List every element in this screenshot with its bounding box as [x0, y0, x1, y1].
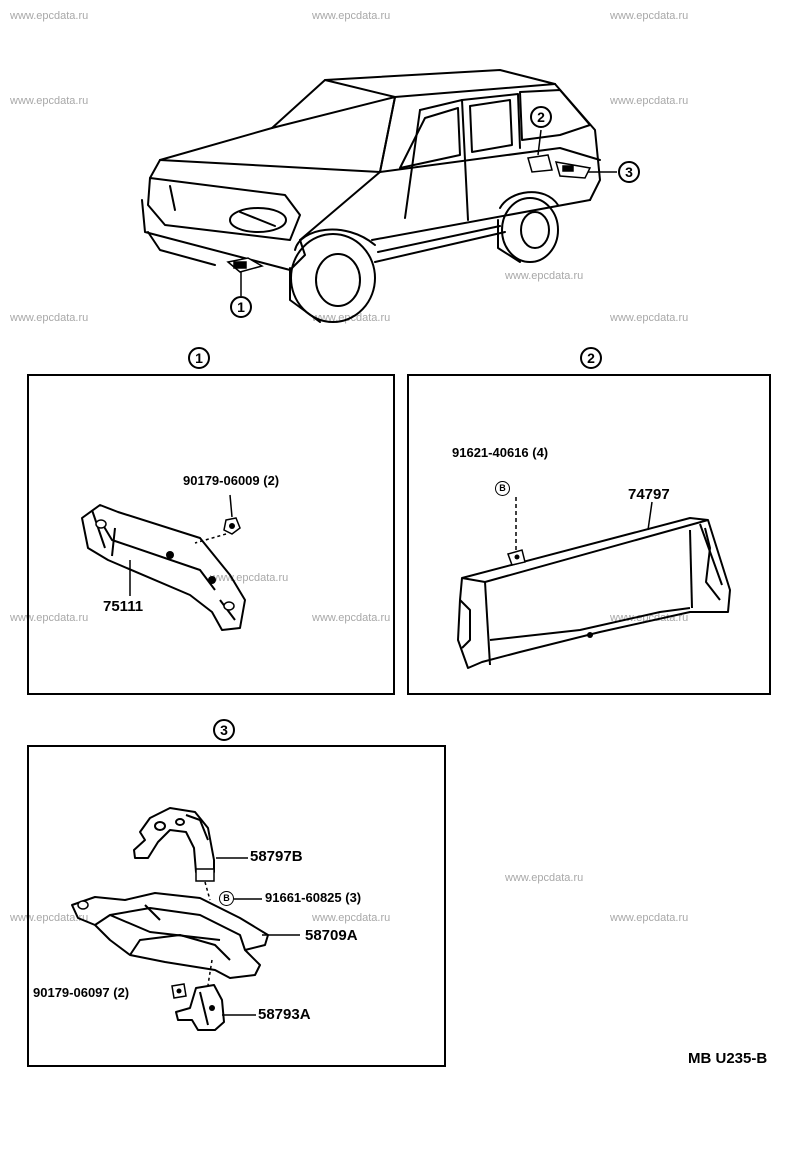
watermark: www.epcdata.ru [10, 10, 89, 22]
part-label-91661-60825: 91661-60825 (3) [265, 890, 362, 905]
part-label-75111: 75111 [103, 598, 144, 615]
watermark: www.epcdata.ru [312, 612, 391, 624]
vehicle-illustration [141, 69, 617, 323]
callout-3-vehicle: 3 [618, 161, 640, 183]
part-label-58793A: 58793A [258, 1006, 311, 1023]
bolt-icon: B [219, 891, 234, 906]
part-label-74797: 74797 [628, 486, 670, 503]
panel-2 [407, 374, 771, 695]
diagram-code: MB U235-B [688, 1050, 768, 1067]
watermark: www.epcdata.ru [312, 912, 391, 924]
watermark: www.epcdata.ru [10, 612, 89, 624]
watermark: www.epcdata.ru [610, 95, 689, 107]
watermark: www.epcdata.ru [10, 95, 89, 107]
panel-1 [27, 374, 395, 695]
panel-3-heading: 3 [213, 719, 235, 741]
watermark: www.epcdata.ru [312, 10, 391, 22]
watermark: www.epcdata.ru [10, 912, 89, 924]
part-label-58797B: 58797B [250, 848, 303, 865]
watermark: www.epcdata.ru [610, 912, 689, 924]
watermark: www.epcdata.ru [610, 10, 689, 22]
watermark: www.epcdata.ru [610, 612, 689, 624]
panel-2-heading: 2 [580, 347, 602, 369]
panel-3 [27, 745, 446, 1067]
part-label-90179-06009: 90179-06009 (2) [183, 473, 280, 488]
watermark: www.epcdata.ru [10, 312, 89, 324]
part-label-90179-06097: 90179-06097 (2) [33, 985, 130, 1000]
watermark: www.epcdata.ru [505, 872, 584, 884]
callout-1-vehicle: 1 [230, 296, 252, 318]
watermark: www.epcdata.ru [610, 312, 689, 324]
watermark: www.epcdata.ru [505, 270, 584, 282]
part-label-91621-40616: 91621-40616 (4) [452, 445, 549, 460]
part-label-58709A: 58709A [305, 927, 358, 944]
bolt-icon: B [495, 481, 510, 496]
panel-1-heading: 1 [188, 347, 210, 369]
callout-2-vehicle: 2 [530, 106, 552, 128]
